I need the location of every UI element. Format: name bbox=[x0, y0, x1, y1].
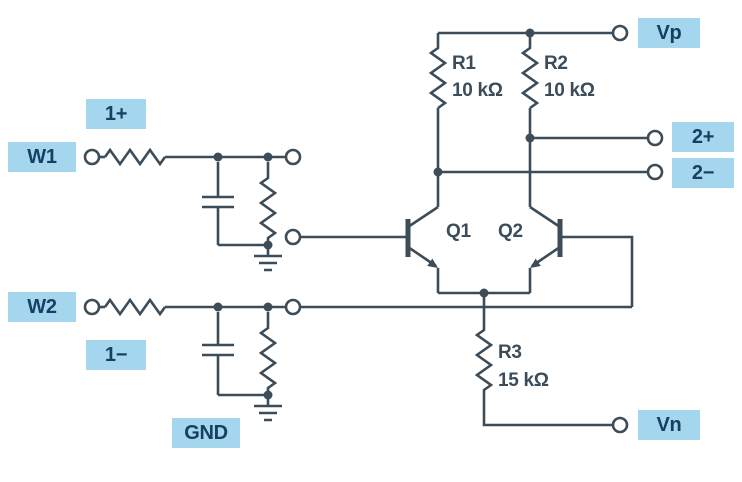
q1-ref-label: Q1 bbox=[446, 221, 471, 242]
w2-terminal-circle bbox=[83, 298, 101, 316]
r1-value-label: 10 kΩ bbox=[452, 80, 503, 101]
shunt-resistor-1 bbox=[258, 162, 278, 245]
junction-dot bbox=[213, 302, 223, 312]
ground-symbol-2 bbox=[254, 395, 282, 422]
r2-value-label: 10 kΩ bbox=[544, 80, 595, 101]
r2-resistor bbox=[520, 33, 540, 110]
series-resistor-1 bbox=[103, 147, 167, 167]
q2-emitter-arrow bbox=[530, 258, 541, 268]
vn-terminal-circle bbox=[611, 416, 629, 434]
q2-ref-label: Q2 bbox=[498, 221, 523, 242]
r3-ref-label: R3 bbox=[498, 342, 522, 363]
junction-dot bbox=[263, 302, 273, 312]
terminal-1p: 1+ bbox=[86, 99, 146, 129]
junction-dot bbox=[263, 390, 273, 400]
q1-collector-diagonal bbox=[407, 205, 439, 229]
junction-dot bbox=[213, 152, 223, 162]
terminal-2n: 2− bbox=[672, 158, 734, 188]
q1-base-connection bbox=[284, 228, 406, 246]
scope-2p-terminal-circle bbox=[646, 129, 664, 147]
terminal-w2: W2 bbox=[8, 292, 76, 322]
r1-ref-label: R1 bbox=[452, 53, 476, 74]
q2-collector-diagonal bbox=[529, 205, 561, 229]
terminal-vp: Vp bbox=[638, 18, 700, 48]
terminal-vn: Vn bbox=[638, 410, 700, 440]
tail-network: R3 15 kΩ bbox=[438, 288, 629, 434]
terminal-gnd: GND bbox=[172, 418, 240, 448]
junction-dot bbox=[433, 167, 443, 177]
transistor-q2: Q2 bbox=[498, 205, 563, 293]
scope-1p-terminal-circle bbox=[284, 148, 302, 166]
input-network-1 bbox=[83, 147, 302, 272]
scope-2n-terminal-circle bbox=[646, 163, 664, 181]
r2-ref-label: R2 bbox=[544, 53, 568, 74]
junction-dot bbox=[525, 28, 535, 38]
capacitor-2 bbox=[202, 312, 234, 395]
terminal-1n: 1− bbox=[86, 340, 146, 370]
vp-terminal-circle bbox=[611, 24, 629, 42]
r3-value-label: 15 kΩ bbox=[498, 370, 549, 391]
junction-dot bbox=[263, 152, 273, 162]
q1-base-terminal-circle bbox=[284, 228, 302, 246]
capacitor-1 bbox=[202, 162, 234, 245]
scope-1n-terminal-circle bbox=[284, 298, 302, 316]
shunt-resistor-2 bbox=[258, 312, 278, 395]
q1-emitter-arrow bbox=[427, 258, 438, 268]
w1-terminal-circle bbox=[83, 148, 101, 166]
series-resistor-2 bbox=[103, 297, 167, 317]
terminal-w1: W1 bbox=[8, 142, 76, 172]
transistor-q1: Q1 bbox=[405, 205, 472, 293]
terminal-2p: 2+ bbox=[672, 122, 734, 152]
q2-base-wire bbox=[562, 235, 634, 307]
r3-resistor bbox=[474, 293, 613, 427]
r1-resistor bbox=[428, 33, 448, 110]
collector-load-network: R1 10 kΩ R2 10 kΩ bbox=[428, 24, 664, 207]
junction-dot bbox=[263, 240, 273, 250]
ground-symbol-1 bbox=[254, 245, 282, 272]
input-network-2 bbox=[83, 235, 634, 422]
junction-dot bbox=[525, 133, 535, 143]
